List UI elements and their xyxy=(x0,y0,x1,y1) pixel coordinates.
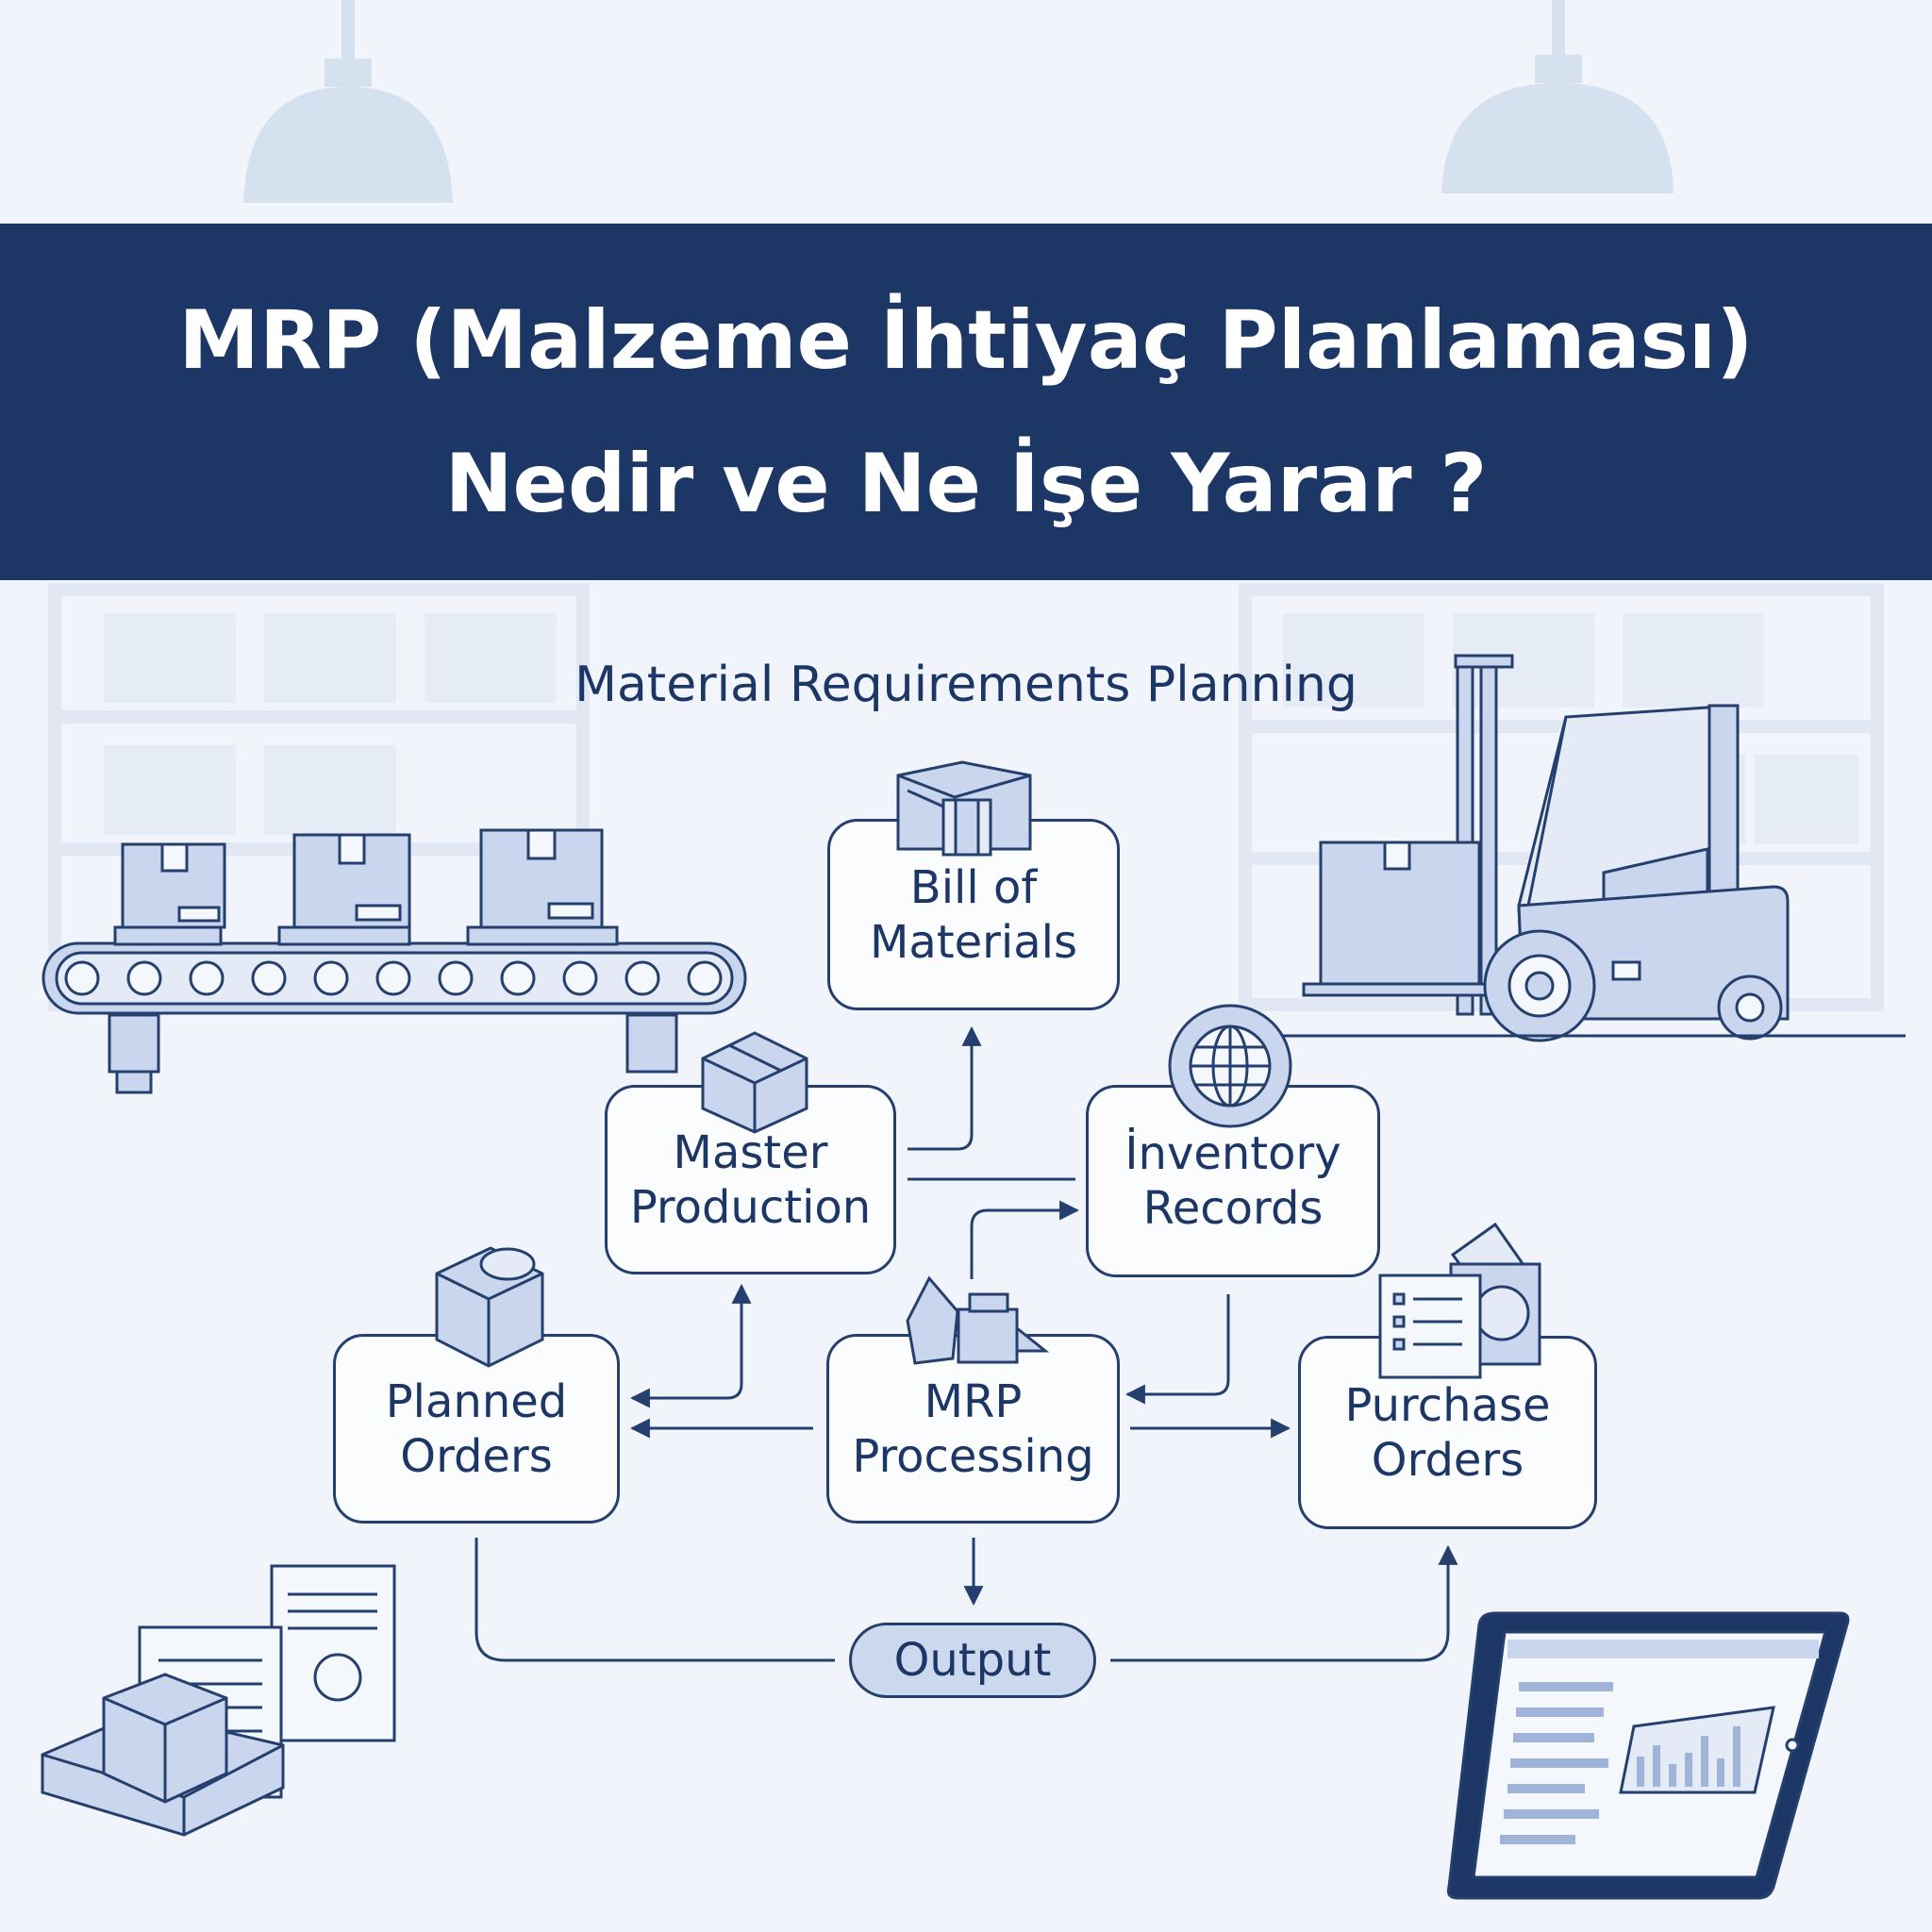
page-title-line2: Nedir ve Ne İşe Yarar ? xyxy=(444,437,1488,531)
node-mrp-processing: MRP Processing xyxy=(826,1334,1120,1524)
node-purchase-orders: Purchase Orders xyxy=(1298,1336,1597,1529)
node-label: Orders xyxy=(1371,1433,1524,1487)
node-label: Master xyxy=(673,1125,828,1179)
node-label: Records xyxy=(1142,1182,1324,1235)
node-label: MRP xyxy=(924,1374,1023,1428)
node-label: Production xyxy=(629,1180,872,1234)
node-label: Output xyxy=(893,1634,1052,1687)
page-title-line1: MRP (Malzeme İhtiyaç Planlaması) xyxy=(178,293,1754,388)
diagram-subtitle: Material Requirements Planning xyxy=(575,657,1357,713)
node-label: Bill of xyxy=(909,860,1038,914)
node-output: Output xyxy=(849,1623,1096,1698)
ceiling-lamp-icon xyxy=(1441,0,1674,193)
node-inventory-records: İnventory Records xyxy=(1086,1085,1380,1277)
node-bill-of-materials: Bill of Materials xyxy=(827,819,1120,1010)
node-label: Processing xyxy=(852,1429,1094,1483)
node-label: Planned xyxy=(385,1374,568,1428)
node-planned-orders: Planned Orders xyxy=(333,1334,620,1524)
node-label: İnventory xyxy=(1124,1127,1341,1180)
title-banner xyxy=(0,224,1932,580)
node-master-production: Master Production xyxy=(605,1085,896,1274)
node-label: Orders xyxy=(400,1429,553,1483)
node-label: Purchase xyxy=(1344,1378,1551,1432)
node-label: Materials xyxy=(869,915,1077,969)
ceiling-lamp-icon xyxy=(243,0,453,203)
